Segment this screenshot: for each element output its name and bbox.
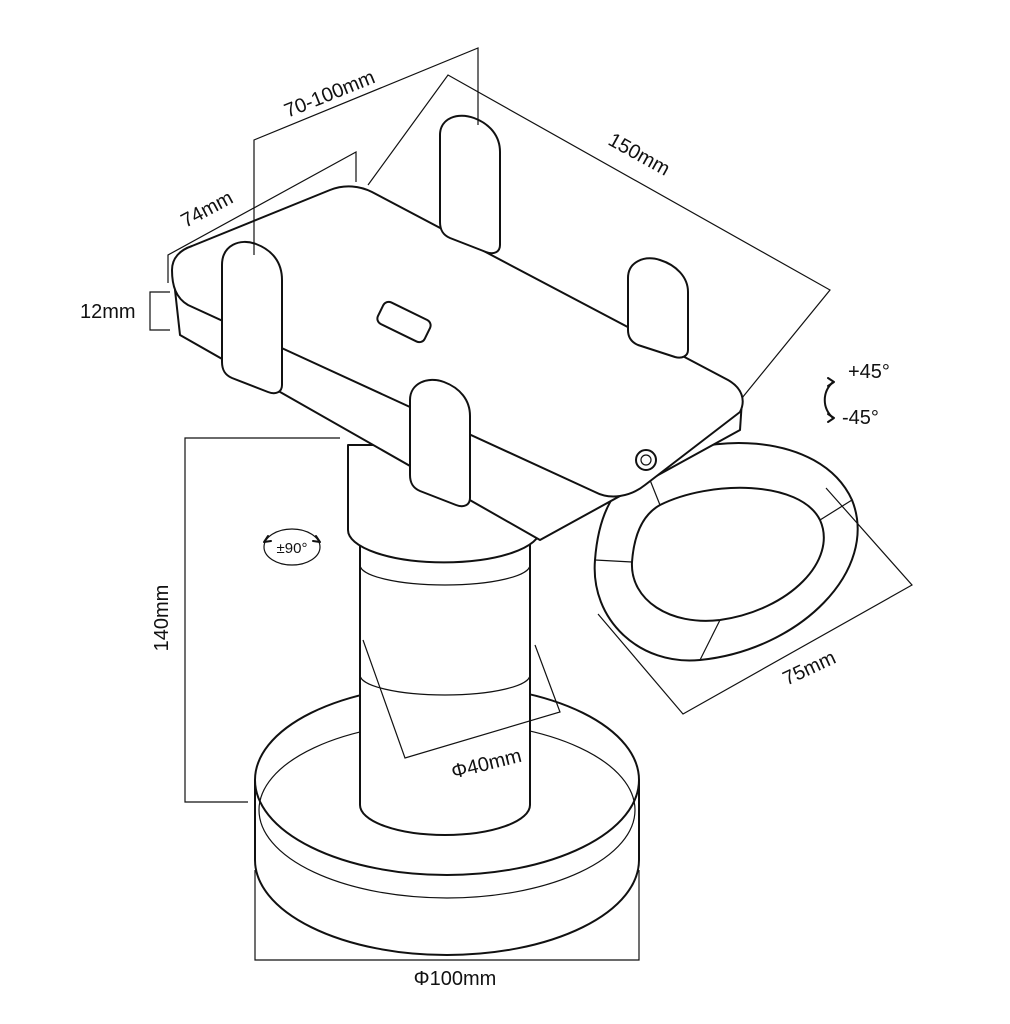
base-diameter-label: Φ100mm bbox=[414, 968, 497, 990]
tilt-plus-label: +45° bbox=[848, 361, 890, 383]
length-label: 150mm bbox=[604, 129, 673, 181]
grip-tab-top bbox=[439, 114, 501, 255]
handle-width-label: 75mm bbox=[780, 647, 840, 690]
grip-tab-front bbox=[409, 378, 471, 508]
depth-label: 74mm bbox=[177, 187, 236, 233]
tilt-arrow-icon bbox=[823, 377, 835, 423]
swivel-arrow-icon bbox=[263, 528, 321, 566]
grip-tab-right bbox=[627, 257, 689, 359]
thickness-label: 12mm bbox=[80, 301, 136, 323]
tilt-minus-label: -45° bbox=[842, 407, 879, 429]
swivel-label: ±90° bbox=[277, 540, 308, 557]
dimension-lines bbox=[149, 47, 913, 961]
handle-loop bbox=[593, 442, 859, 662]
grip-tab-left bbox=[221, 240, 283, 395]
height-label: 140mm bbox=[151, 585, 173, 652]
